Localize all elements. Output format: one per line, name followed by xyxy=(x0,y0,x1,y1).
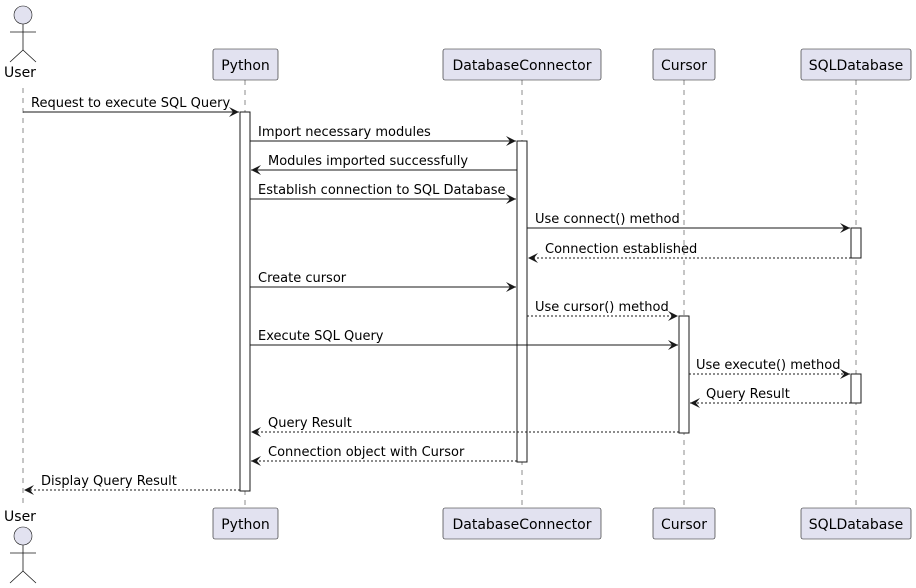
participant-python-bottom: Python xyxy=(212,507,279,540)
activation-cursor xyxy=(678,315,690,434)
message-label: Connection established xyxy=(545,242,697,257)
actor-legs xyxy=(9,49,37,63)
message-query-result-db: Query Result xyxy=(690,387,851,408)
participant-label-databaseconnector: DatabaseConnector xyxy=(452,517,591,533)
participant-label-cursor: Cursor xyxy=(661,517,707,533)
participant-box xyxy=(652,48,716,81)
participant-sqldatabase-bottom: SQLDatabase xyxy=(800,507,912,540)
activations xyxy=(239,111,862,492)
message-label: Connection object with Cursor xyxy=(268,445,465,460)
message-label: Use execute() method xyxy=(696,358,840,373)
message-use-execute: Use execute() method xyxy=(689,358,850,379)
message-label: Modules imported successfully xyxy=(268,154,468,169)
actor-user-top: User xyxy=(4,5,37,81)
participant-label-sqldatabase: SQLDatabase xyxy=(809,517,904,533)
participant-python-top: Python xyxy=(212,48,279,81)
messages: Request to execute SQL Query Import nece… xyxy=(23,96,851,495)
message-label: Import necessary modules xyxy=(258,125,431,140)
message-label: Query Result xyxy=(706,387,790,402)
message-import-modules: Import necessary modules xyxy=(250,125,516,146)
participant-sqldatabase-top: SQLDatabase xyxy=(800,48,912,81)
message-label: Display Query Result xyxy=(41,474,177,489)
participant-box xyxy=(800,48,912,81)
participant-label-python: Python xyxy=(221,517,270,533)
message-execute-query: Execute SQL Query xyxy=(250,329,678,350)
message-modules-imported: Modules imported successfully xyxy=(251,154,517,175)
participant-heads-top: User Python DatabaseConnector Cursor SQL… xyxy=(4,5,912,81)
participant-label-cursor: Cursor xyxy=(661,58,707,74)
message-establish-connection: Establish connection to SQL Database xyxy=(250,183,516,204)
activation-sqldatabase-execute xyxy=(850,373,862,404)
message-display-result: Display Query Result xyxy=(24,474,240,495)
actor-head-icon xyxy=(13,5,33,25)
activation-python xyxy=(239,111,251,492)
participant-box xyxy=(442,48,602,81)
participant-label-user: User xyxy=(4,509,36,525)
participant-databaseconnector-top: DatabaseConnector xyxy=(442,48,602,81)
participant-label-sqldatabase: SQLDatabase xyxy=(809,58,904,74)
message-label: Establish connection to SQL Database xyxy=(258,183,506,198)
message-label: Create cursor xyxy=(258,271,347,286)
participant-box xyxy=(442,507,602,540)
participant-databaseconnector-bottom: DatabaseConnector xyxy=(442,507,602,540)
message-label: Request to execute SQL Query xyxy=(31,96,230,111)
participant-cursor-bottom: Cursor xyxy=(652,507,716,540)
participant-box xyxy=(800,507,912,540)
message-request-execute: Request to execute SQL Query xyxy=(23,96,239,117)
actor-legs xyxy=(9,570,37,584)
message-label: Query Result xyxy=(268,416,352,431)
message-label: Use connect() method xyxy=(535,212,680,227)
participant-cursor-top: Cursor xyxy=(652,48,716,81)
actor-user-bottom: User xyxy=(4,509,37,584)
participant-label-python: Python xyxy=(221,58,270,74)
message-connection-object: Connection object with Cursor xyxy=(251,445,517,466)
message-create-cursor: Create cursor xyxy=(250,271,516,292)
lifelines xyxy=(22,80,857,508)
message-query-result-cursor: Query Result xyxy=(251,416,679,437)
participant-heads-bottom: User Python DatabaseConnector Cursor SQL… xyxy=(4,507,912,584)
message-connection-established: Connection established xyxy=(528,242,851,263)
participant-box xyxy=(652,507,716,540)
participant-label-user: User xyxy=(4,65,36,81)
participant-box xyxy=(212,507,279,540)
message-label: Execute SQL Query xyxy=(258,329,384,344)
message-label: Use cursor() method xyxy=(535,300,669,315)
participant-box xyxy=(212,48,279,81)
participant-label-databaseconnector: DatabaseConnector xyxy=(452,58,591,74)
activation-databaseconnector xyxy=(516,140,528,463)
activation-sqldatabase-connect xyxy=(850,227,862,259)
message-use-cursor: Use cursor() method xyxy=(527,300,678,321)
actor-head-icon xyxy=(13,526,33,546)
message-use-connect: Use connect() method xyxy=(527,212,850,233)
